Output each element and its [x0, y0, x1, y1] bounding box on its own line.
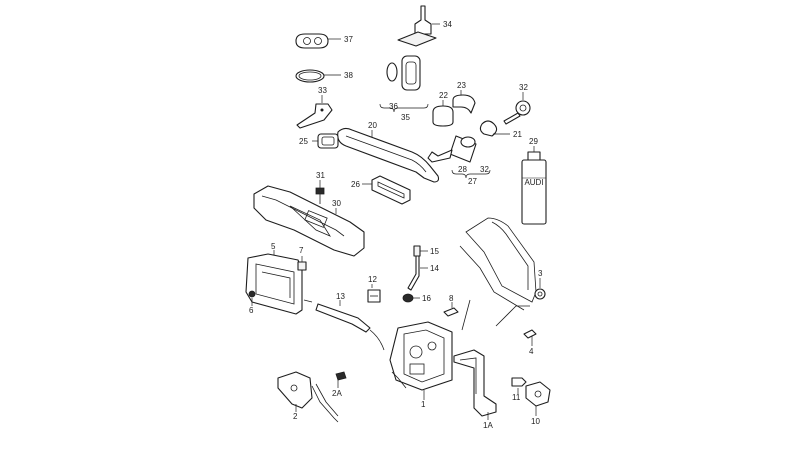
part-7-clip — [297, 256, 307, 271]
part-21-28-lock-cylinder — [427, 120, 510, 179]
part-14-15-rod — [407, 245, 428, 291]
callout-37: 37 — [344, 35, 353, 44]
part-33-key-blank — [296, 95, 333, 129]
part-34-key-head — [397, 5, 440, 47]
callout-22: 22 — [439, 91, 448, 100]
part-8-bracket — [443, 302, 459, 317]
callout-34: 34 — [443, 20, 452, 29]
part-23-cap — [452, 90, 476, 114]
callout-16: 16 — [422, 294, 431, 303]
part-20-door-handle — [337, 127, 440, 183]
part-30-handle-carrier — [253, 185, 365, 257]
part-2-bracket — [277, 371, 339, 423]
callout-5: 5 — [271, 242, 276, 251]
callout-21: 21 — [513, 130, 522, 139]
callout-20: 20 — [368, 121, 377, 130]
part-25-gasket — [312, 133, 339, 149]
callout-15: 15 — [430, 247, 439, 256]
callout-14: 14 — [430, 264, 439, 273]
callout-28: 28 — [458, 165, 467, 174]
callout-27: 27 — [468, 177, 477, 186]
callout-38: 38 — [344, 71, 353, 80]
part-5-inner-handle-frame — [245, 250, 303, 315]
callout-11: 11 — [512, 393, 521, 402]
callout-7: 7 — [299, 246, 304, 255]
part-6-screw — [248, 290, 256, 306]
part-32-key — [503, 92, 531, 125]
callout-25: 25 — [299, 137, 308, 146]
part-29-spray-can: AUDI — [521, 146, 547, 225]
callout-10: 10 — [531, 417, 540, 426]
part-2A-screw — [335, 371, 347, 388]
can-label: AUDI — [524, 178, 543, 187]
part-38-o-ring — [295, 69, 341, 83]
callout-30: 30 — [332, 199, 341, 208]
part-37-gasket — [295, 33, 341, 49]
callout-1: 1 — [421, 400, 426, 409]
callout-4: 4 — [529, 347, 534, 356]
callout-8: 8 — [449, 294, 454, 303]
part-13-cable — [303, 299, 385, 351]
callout-2A: 2A — [332, 389, 342, 398]
callout-32-top: 32 — [519, 83, 528, 92]
part-16-grommet — [402, 293, 420, 303]
callout-36: 36 — [389, 102, 398, 111]
callout-labels: 34 37 38 33 22 23 32 36 35 20 21 25 29 2… — [249, 20, 543, 430]
door-frame — [459, 217, 537, 331]
callout-13: 13 — [336, 292, 345, 301]
callout-29: 29 — [529, 137, 538, 146]
part-22-cap — [432, 100, 454, 127]
callout-31: 31 — [316, 171, 325, 180]
part-10-11-striker — [511, 377, 551, 416]
part-31-screw — [315, 180, 325, 204]
part-26-gasket — [362, 175, 411, 205]
callout-33: 33 — [318, 86, 327, 95]
part-1A-bracket — [453, 349, 497, 420]
part-4-bolt — [523, 329, 537, 346]
callout-32-bottom: 32 — [480, 165, 489, 174]
callout-3: 3 — [538, 269, 543, 278]
part-12-clip — [367, 284, 381, 303]
part-1-door-lock — [389, 321, 453, 400]
callout-35: 35 — [401, 113, 410, 122]
part-35-remote-fob — [379, 55, 429, 113]
callout-2: 2 — [293, 412, 298, 421]
callout-23: 23 — [457, 81, 466, 90]
callout-1A: 1A — [483, 421, 493, 430]
callout-26: 26 — [351, 180, 360, 189]
callout-12: 12 — [368, 275, 377, 284]
callout-6: 6 — [249, 306, 254, 315]
part-3-grommet — [534, 278, 546, 300]
